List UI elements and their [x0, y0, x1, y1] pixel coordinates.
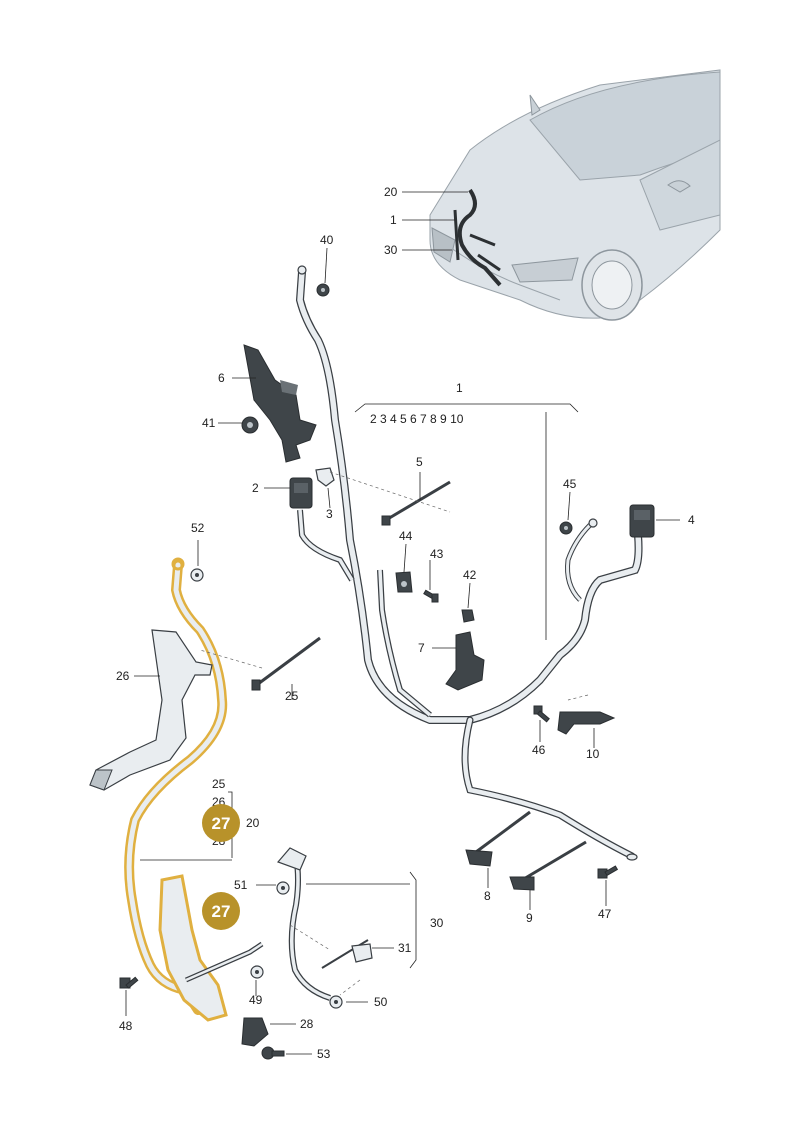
nut-50 [329, 995, 343, 1009]
cable-tie-25 [251, 636, 321, 691]
label-10: 10 [586, 747, 600, 761]
part-labels: 20 1 30 40 6 41 1 2 3 4 5 6 7 8 9 10 2 3… [116, 185, 695, 1061]
bolt-53 [261, 1046, 285, 1060]
label-40: 40 [320, 233, 334, 247]
clip-9 [509, 840, 587, 891]
badge-27-lower-text: 27 [212, 902, 231, 921]
bracket-10 [557, 711, 616, 735]
bracket-7 [445, 631, 485, 691]
label-47: 47 [598, 907, 612, 921]
label-25: 25 [285, 689, 299, 703]
cable-tie-5 [381, 480, 451, 526]
bracket-20-highlighted [158, 874, 264, 1022]
label-44: 44 [399, 529, 413, 543]
bracket-26 [89, 629, 213, 791]
nut-41 [241, 416, 259, 434]
highlighted-harness [124, 557, 228, 1015]
bolt-43 [423, 589, 439, 603]
label-1: 1 [456, 381, 463, 395]
battery-cable-30 [276, 847, 331, 1001]
car-illustration [429, 69, 721, 321]
label-9: 9 [526, 911, 533, 925]
label-8: 8 [484, 889, 491, 903]
holder-44 [395, 571, 413, 593]
connector-2 [289, 477, 313, 509]
label-28: 28 [300, 1017, 314, 1031]
label-53: 53 [317, 1047, 331, 1061]
connector-4 [629, 504, 655, 538]
clip-8 [465, 810, 531, 867]
label-6: 6 [218, 371, 225, 385]
label-1-subparts: 2 3 4 5 6 7 8 9 10 [370, 412, 464, 426]
label-4: 4 [688, 513, 695, 527]
label-51: 51 [234, 878, 248, 892]
label-5: 5 [416, 455, 423, 469]
label-50: 50 [374, 995, 388, 1009]
label-20-car: 20 [384, 185, 398, 199]
label-46: 46 [532, 743, 546, 757]
nut-40 [316, 283, 330, 297]
bracket-6 [243, 344, 317, 463]
nut-45 [559, 521, 573, 535]
label-3: 3 [326, 507, 333, 521]
main-wiring-harness [295, 265, 643, 861]
label-26: 26 [116, 669, 130, 683]
bolt-48 [119, 976, 139, 989]
badge-27-lower[interactable]: 27 [202, 892, 240, 930]
clip-31 [321, 939, 373, 969]
badge-27-upper[interactable]: 27 [202, 804, 240, 842]
label-43: 43 [430, 547, 444, 561]
label-30: 30 [430, 916, 444, 930]
nut-42 [461, 609, 475, 623]
label-7: 7 [418, 641, 425, 655]
leader-lines [125, 191, 680, 1055]
label-30-car: 30 [384, 243, 398, 257]
clip-3 [315, 467, 335, 487]
group-label-25: 25 [212, 777, 226, 791]
label-48: 48 [119, 1019, 133, 1033]
bracket-28 [241, 1017, 269, 1047]
bolt-47 [597, 865, 619, 879]
group-label-20: 20 [246, 816, 260, 830]
nut-51 [276, 881, 290, 895]
bolt-46 [533, 705, 550, 723]
nut-49 [250, 965, 264, 979]
label-42: 42 [463, 568, 477, 582]
label-41: 41 [202, 416, 216, 430]
label-49: 49 [249, 993, 263, 1007]
nut-52 [190, 568, 204, 582]
badge-27-upper-text: 27 [212, 814, 231, 833]
label-1-car: 1 [390, 213, 397, 227]
label-2: 2 [252, 481, 259, 495]
label-45: 45 [563, 477, 577, 491]
label-31: 31 [398, 941, 412, 955]
label-52: 52 [191, 521, 205, 535]
